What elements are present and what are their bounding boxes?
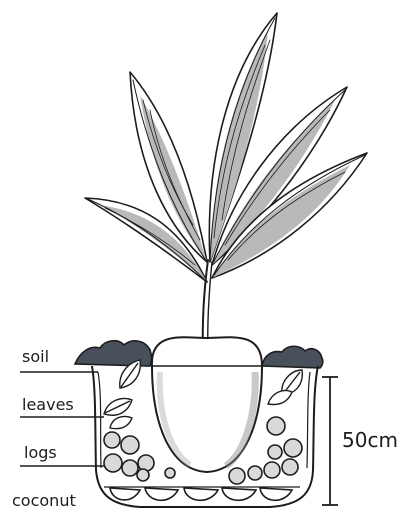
log-icon	[267, 417, 285, 435]
log-icon	[229, 468, 245, 484]
log-icon	[284, 439, 302, 457]
coconut-icon	[152, 337, 262, 472]
leaf-icon	[268, 391, 292, 405]
log-icon	[268, 445, 282, 459]
label-depth: 50cm	[342, 428, 398, 452]
coconut-layer	[104, 487, 300, 500]
log-icon	[104, 454, 122, 472]
log-icon	[248, 466, 262, 480]
label-logs: logs	[24, 443, 57, 462]
depth-arrow-icon	[322, 377, 338, 505]
soil-right	[262, 346, 323, 368]
log-icon	[137, 469, 149, 481]
palm-seedling-icon	[85, 13, 367, 352]
log-icon	[165, 468, 175, 478]
log-icon	[122, 460, 138, 476]
log-icon	[264, 462, 280, 478]
label-leaves: leaves	[22, 395, 74, 414]
log-icon	[121, 436, 139, 454]
log-icon	[104, 432, 120, 448]
log-icon	[138, 455, 154, 471]
log-icon	[282, 459, 298, 475]
leaf-icon	[104, 399, 132, 416]
leaf-icon	[110, 416, 132, 428]
label-soil: soil	[22, 347, 49, 366]
label-coconut: coconut	[12, 491, 76, 510]
